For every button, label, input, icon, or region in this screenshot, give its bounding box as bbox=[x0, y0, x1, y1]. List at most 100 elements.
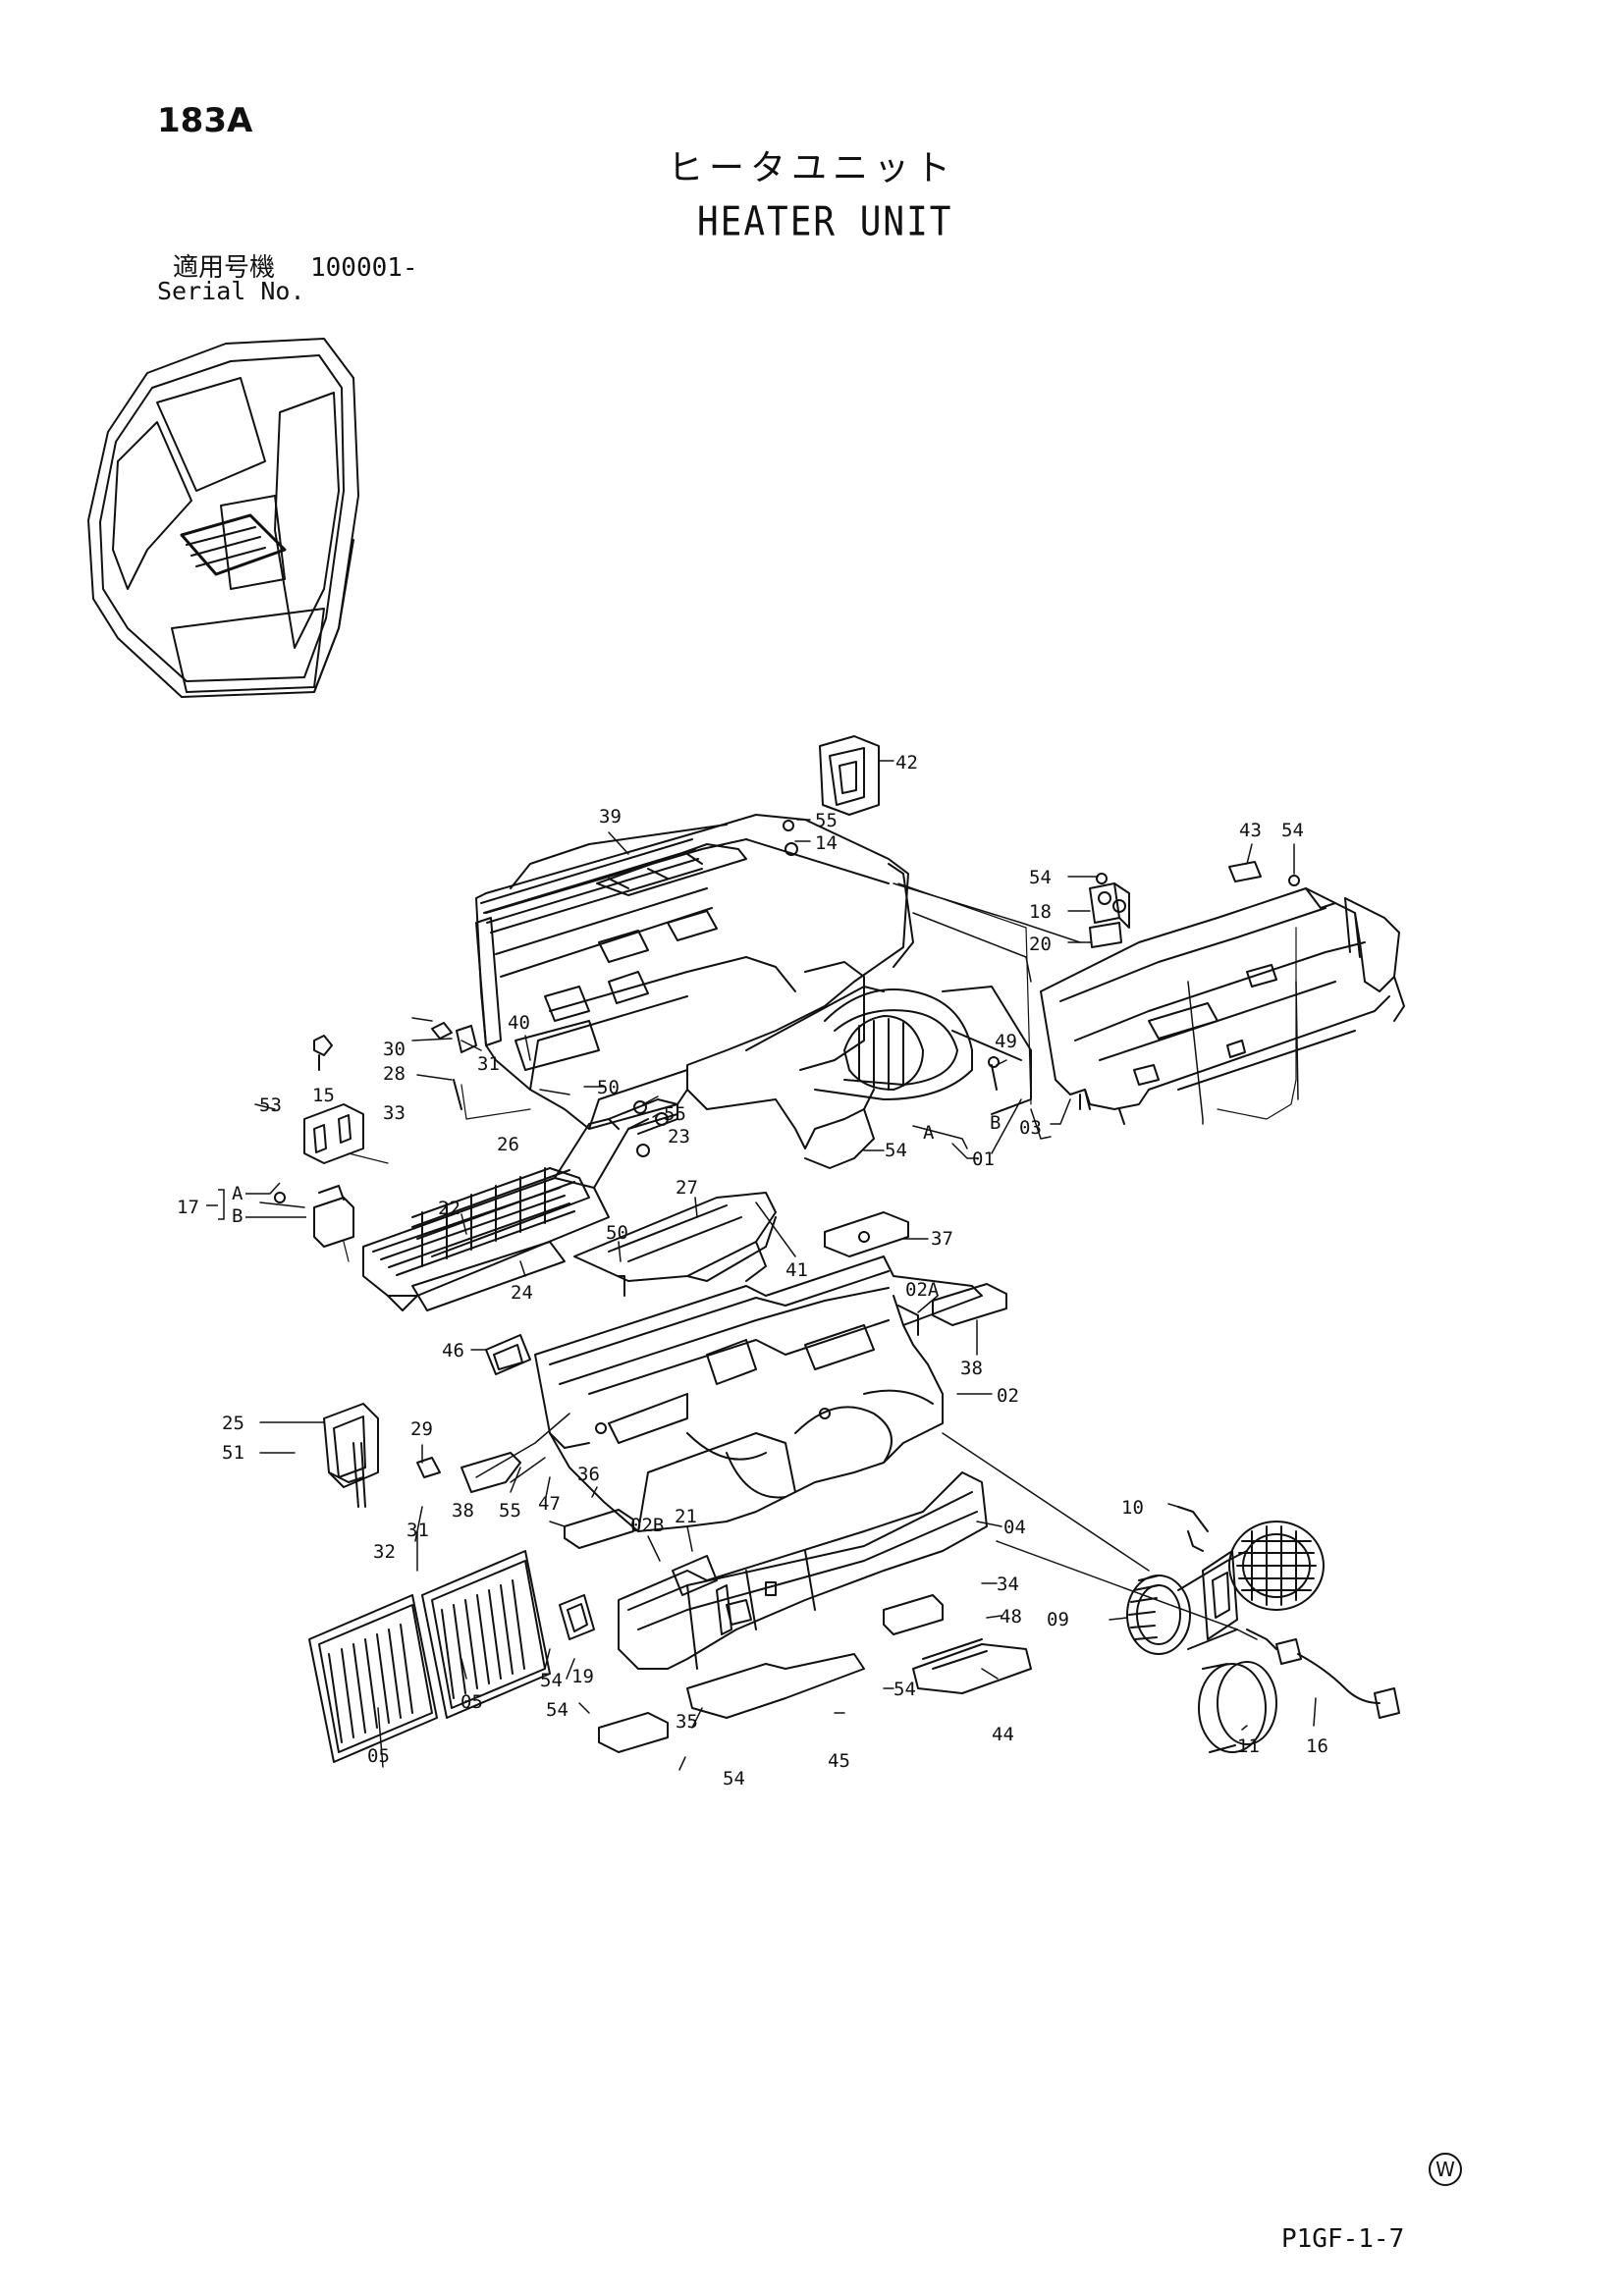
callout-50: 50 bbox=[597, 1077, 620, 1098]
callout-10: 10 bbox=[1121, 1497, 1144, 1519]
callout-50: 50 bbox=[606, 1222, 628, 1244]
callout-54: 54 bbox=[546, 1699, 568, 1721]
callout-02b: 02B bbox=[630, 1515, 664, 1536]
callout-38: 38 bbox=[452, 1500, 474, 1522]
part-27-frame bbox=[573, 1192, 777, 1282]
callout-39: 39 bbox=[599, 806, 622, 828]
callout-37: 37 bbox=[931, 1228, 953, 1250]
callout-53: 53 bbox=[259, 1095, 282, 1116]
page-number: 183A bbox=[157, 101, 253, 140]
serial-label-english: Serial No. bbox=[157, 277, 305, 305]
callout-14: 14 bbox=[815, 832, 838, 854]
callout-48: 48 bbox=[1000, 1606, 1022, 1628]
callout-20: 20 bbox=[1029, 934, 1052, 955]
callout-51: 51 bbox=[222, 1442, 244, 1464]
callout-34: 34 bbox=[997, 1574, 1019, 1595]
callout-30: 30 bbox=[383, 1039, 406, 1060]
callout-26: 26 bbox=[497, 1134, 519, 1155]
callout-11: 11 bbox=[1237, 1735, 1260, 1757]
callout-55: 55 bbox=[499, 1500, 521, 1522]
callout-44: 44 bbox=[992, 1724, 1014, 1745]
callout-54: 54 bbox=[885, 1140, 907, 1161]
callout-09: 09 bbox=[1047, 1609, 1069, 1630]
callout-32: 32 bbox=[373, 1541, 396, 1563]
callout-labels: 42 39 55 14 43 54 54 18 20 30 28 31 15 4… bbox=[177, 752, 1328, 1789]
callout-02: 02 bbox=[997, 1385, 1019, 1407]
callout-55: 55 bbox=[815, 810, 838, 831]
part-25-actuator bbox=[323, 1403, 379, 1488]
callout-b: B bbox=[232, 1205, 243, 1227]
w-symbol-icon: W bbox=[1429, 2153, 1462, 2186]
callout-02a: 02A bbox=[905, 1279, 940, 1301]
callout-a: A bbox=[232, 1183, 244, 1204]
part-17-relay-assembly bbox=[303, 1103, 364, 1248]
callout-41: 41 bbox=[785, 1259, 808, 1281]
title-english: HEATER UNIT bbox=[697, 198, 953, 245]
callout-17: 17 bbox=[177, 1197, 199, 1218]
callout-31: 31 bbox=[406, 1520, 429, 1541]
part-42-block bbox=[819, 735, 880, 816]
callout-54: 54 bbox=[723, 1768, 745, 1789]
callout-43: 43 bbox=[1239, 820, 1262, 841]
brackets bbox=[352, 1211, 1032, 1753]
callout-54: 54 bbox=[1029, 867, 1052, 888]
part-22-heater-core bbox=[362, 1098, 678, 1311]
callout-05: 05 bbox=[460, 1691, 483, 1713]
title-japanese: ヒータユニット bbox=[668, 148, 957, 188]
part-05-filter-left bbox=[308, 1594, 438, 1763]
callout-17-bracket bbox=[206, 1182, 306, 1220]
callout-24: 24 bbox=[511, 1282, 533, 1304]
callout-28: 28 bbox=[383, 1063, 406, 1085]
callout-16: 16 bbox=[1306, 1735, 1328, 1757]
part-03-duct bbox=[1040, 887, 1405, 1125]
part-16-harness bbox=[1246, 1629, 1400, 1719]
cab-locator-illustration bbox=[87, 338, 359, 698]
callout-27: 27 bbox=[676, 1177, 698, 1199]
callout-35: 35 bbox=[676, 1711, 698, 1733]
reference-lines bbox=[343, 882, 1297, 1262]
part-05-filter-right bbox=[421, 1550, 551, 1719]
part-11-ring bbox=[1198, 1661, 1277, 1753]
part-10-wire bbox=[1177, 1506, 1209, 1532]
part-18-actuator bbox=[1089, 882, 1130, 948]
part-04-bottom-tray bbox=[618, 1471, 988, 1670]
callout-38: 38 bbox=[960, 1358, 983, 1379]
serial-number-value: 100001- bbox=[310, 253, 418, 283]
part-24-plate bbox=[411, 1241, 566, 1311]
callout-03: 03 bbox=[1019, 1117, 1042, 1139]
part-02-lower-case bbox=[534, 1255, 983, 1532]
callout-18: 18 bbox=[1029, 901, 1052, 923]
callout-42: 42 bbox=[895, 752, 918, 774]
callout-31: 31 bbox=[477, 1053, 500, 1075]
document-code: P1GF-1-7 bbox=[1281, 2224, 1405, 2254]
callout-49: 49 bbox=[995, 1031, 1017, 1052]
serial-label-japanese: 適用号機 bbox=[173, 253, 276, 283]
callout-55: 55 bbox=[664, 1103, 686, 1125]
part-43-plate bbox=[1228, 861, 1262, 882]
callout-54: 54 bbox=[893, 1679, 916, 1700]
small-hardware bbox=[274, 820, 1300, 1297]
callout-04: 04 bbox=[1003, 1517, 1026, 1538]
callout-b: B bbox=[990, 1112, 1001, 1134]
callout-29: 29 bbox=[410, 1418, 433, 1440]
callout-05: 05 bbox=[367, 1745, 390, 1767]
callout-45: 45 bbox=[828, 1750, 850, 1772]
part-09-blower-motor bbox=[1126, 1521, 1325, 1655]
callout-40: 40 bbox=[508, 1012, 530, 1034]
callout-22: 22 bbox=[438, 1198, 460, 1219]
upper-case-assembly bbox=[475, 814, 1032, 1169]
leader-lines bbox=[254, 760, 1317, 1771]
callout-23: 23 bbox=[668, 1126, 690, 1148]
callout-15: 15 bbox=[312, 1085, 335, 1106]
callout-01: 01 bbox=[972, 1148, 995, 1170]
callout-19: 19 bbox=[571, 1666, 594, 1687]
callout-a: A bbox=[923, 1122, 935, 1144]
callout-54: 54 bbox=[1281, 820, 1304, 841]
callout-21: 21 bbox=[675, 1506, 697, 1527]
callout-54: 54 bbox=[540, 1670, 563, 1691]
callout-25: 25 bbox=[222, 1413, 244, 1434]
callout-46: 46 bbox=[442, 1340, 464, 1362]
callout-36: 36 bbox=[577, 1464, 600, 1485]
